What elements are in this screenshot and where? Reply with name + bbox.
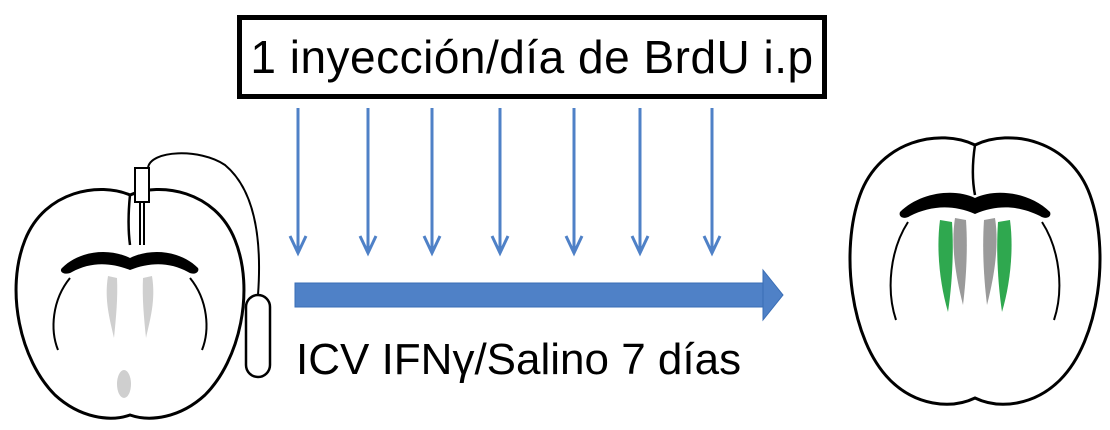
injection-label-box: 1 inyección/día de BrdU i.p bbox=[237, 15, 827, 99]
brain-section-with-cannula bbox=[14, 152, 272, 420]
injection-arrow-head bbox=[564, 235, 584, 257]
injection-label: 1 inyección/día de BrdU i.p bbox=[250, 31, 814, 83]
injection-arrow-head bbox=[422, 235, 442, 257]
brain-section-labeled-cells bbox=[848, 136, 1102, 406]
osmotic-pump bbox=[244, 293, 272, 379]
injection-arrow-head bbox=[630, 235, 650, 257]
injection-arrow-head bbox=[702, 235, 722, 257]
treatment-timeline-arrow bbox=[294, 268, 784, 322]
injection-arrow-head bbox=[358, 235, 378, 257]
injection-arrows bbox=[288, 108, 722, 257]
injection-arrow-head bbox=[288, 235, 308, 257]
injection-arrow-head bbox=[490, 235, 510, 257]
treatment-label: ICV IFNγ/Salino 7 días bbox=[296, 335, 742, 384]
